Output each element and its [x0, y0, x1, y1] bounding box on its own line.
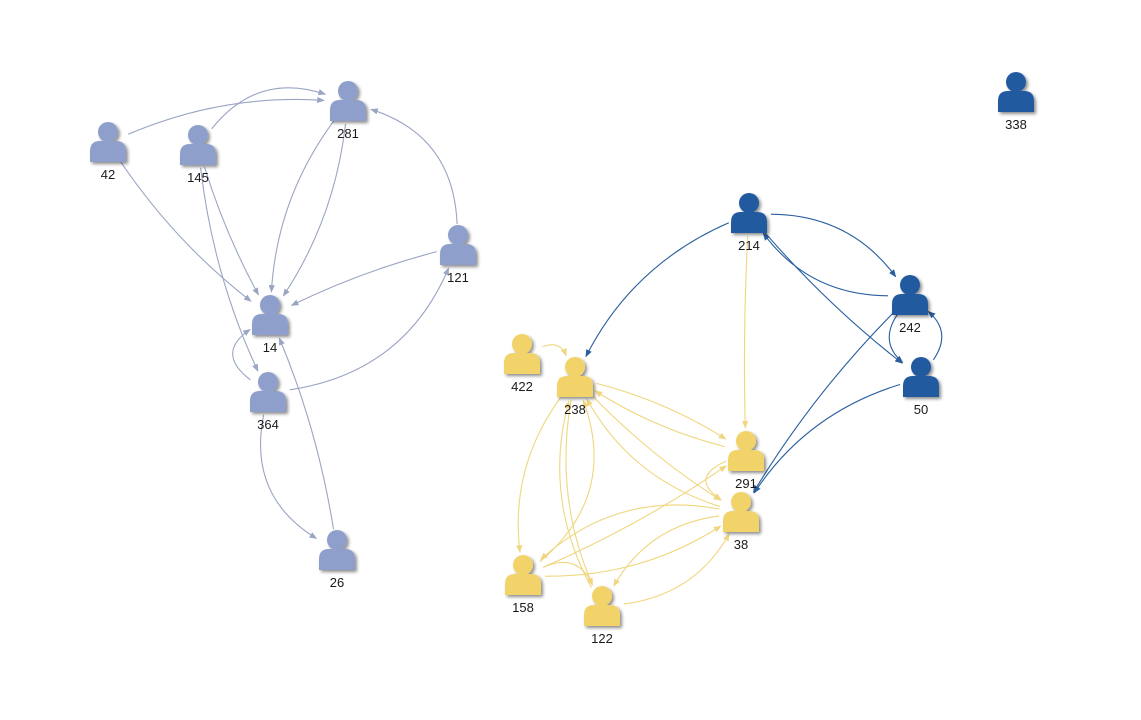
- node-38[interactable]: 38: [723, 492, 759, 552]
- node-26[interactable]: 26: [319, 530, 355, 590]
- edge-422-to-238: [542, 344, 567, 357]
- edge-242-to-50: [888, 313, 904, 364]
- edge-38-to-122: [613, 515, 720, 587]
- edge-291-to-238: [594, 390, 725, 448]
- node-121[interactable]: 121: [440, 225, 476, 285]
- node-label: 26: [330, 575, 344, 590]
- edge-214-to-291: [742, 235, 749, 429]
- person-icon: [319, 530, 355, 570]
- edge-238-to-38: [589, 393, 722, 501]
- edge-122-to-38: [623, 533, 730, 605]
- node-281[interactable]: 281: [330, 81, 366, 141]
- edge-364-to-26: [260, 414, 318, 539]
- edge-238-to-122: [565, 399, 594, 586]
- node-122[interactable]: 122: [584, 586, 620, 646]
- person-icon: [504, 334, 540, 374]
- node-50[interactable]: 50: [903, 357, 939, 417]
- edge-50-to-38: [753, 383, 901, 494]
- person-icon: [731, 193, 767, 233]
- node-label: 42: [101, 167, 115, 182]
- edge-38-to-238: [586, 398, 721, 508]
- edge-42-to-14: [119, 160, 252, 302]
- edge-214-to-238: [585, 222, 730, 358]
- edge-42-to-281: [127, 96, 325, 135]
- edge-121-to-281: [370, 108, 458, 225]
- node-label: 122: [591, 631, 613, 646]
- node-label: 281: [337, 126, 359, 141]
- person-icon: [903, 357, 939, 397]
- edge-242-to-214: [762, 232, 889, 297]
- edge-158-to-38: [544, 525, 722, 577]
- edge-50-to-242: [927, 310, 943, 361]
- node-158[interactable]: 158: [505, 555, 541, 615]
- edge-364-to-14: [232, 328, 251, 381]
- node-label: 145: [187, 170, 209, 185]
- node-242[interactable]: 242: [892, 275, 928, 335]
- nodes-layer: 42 145 281 121 14 364 26 338 214 242 50 422 238 291 38…: [90, 72, 1034, 646]
- edge-121-to-14: [290, 251, 437, 306]
- node-label: 38: [734, 537, 748, 552]
- node-422[interactable]: 422: [504, 334, 540, 394]
- node-364[interactable]: 364: [250, 372, 286, 432]
- node-145[interactable]: 145: [180, 125, 216, 185]
- node-label: 242: [899, 320, 921, 335]
- node-label: 214: [738, 238, 760, 253]
- edge-145-to-364: [200, 167, 259, 372]
- node-label: 422: [511, 379, 533, 394]
- edge-214-to-242: [770, 213, 897, 278]
- edges-layer: [119, 87, 943, 605]
- person-icon: [250, 372, 286, 412]
- person-icon: [557, 357, 593, 397]
- person-icon: [440, 225, 476, 265]
- node-14[interactable]: 14: [252, 295, 288, 355]
- person-icon: [998, 72, 1034, 112]
- node-label: 338: [1005, 117, 1027, 132]
- person-icon: [728, 431, 764, 471]
- node-214[interactable]: 214: [731, 193, 767, 253]
- person-icon: [180, 125, 216, 165]
- edge-122-to-238: [559, 400, 592, 588]
- edge-242-to-38: [752, 311, 895, 494]
- person-icon: [252, 295, 288, 335]
- edge-281-to-14: [268, 119, 336, 293]
- node-label: 50: [914, 402, 928, 417]
- person-icon: [723, 492, 759, 532]
- person-icon: [330, 81, 366, 121]
- person-icon: [584, 586, 620, 626]
- person-icon: [505, 555, 541, 595]
- person-icon: [892, 275, 928, 315]
- person-icon: [90, 122, 126, 162]
- edge-281-to-14: [282, 123, 347, 297]
- edge-145-to-281: [211, 87, 327, 130]
- edge-291-to-38: [705, 460, 727, 501]
- node-label: 14: [263, 340, 277, 355]
- node-label: 291: [735, 476, 757, 491]
- node-label: 158: [512, 600, 534, 615]
- node-label: 364: [257, 417, 279, 432]
- node-42[interactable]: 42: [90, 122, 126, 182]
- edge-214-to-50: [762, 230, 903, 364]
- edge-238-to-291: [596, 382, 727, 440]
- edge-238-to-158: [516, 395, 563, 553]
- edge-145-to-14: [203, 166, 259, 296]
- edge-158-to-122: [542, 561, 593, 586]
- node-label: 238: [564, 402, 586, 417]
- node-238[interactable]: 238: [557, 357, 593, 417]
- edge-26-to-14: [278, 337, 335, 530]
- node-338[interactable]: 338: [998, 72, 1034, 132]
- edge-364-to-121: [289, 267, 450, 391]
- node-label: 121: [447, 270, 469, 285]
- node-291[interactable]: 291: [728, 431, 764, 491]
- edge-38-to-158: [540, 504, 720, 561]
- edge-158-to-291: [542, 465, 727, 568]
